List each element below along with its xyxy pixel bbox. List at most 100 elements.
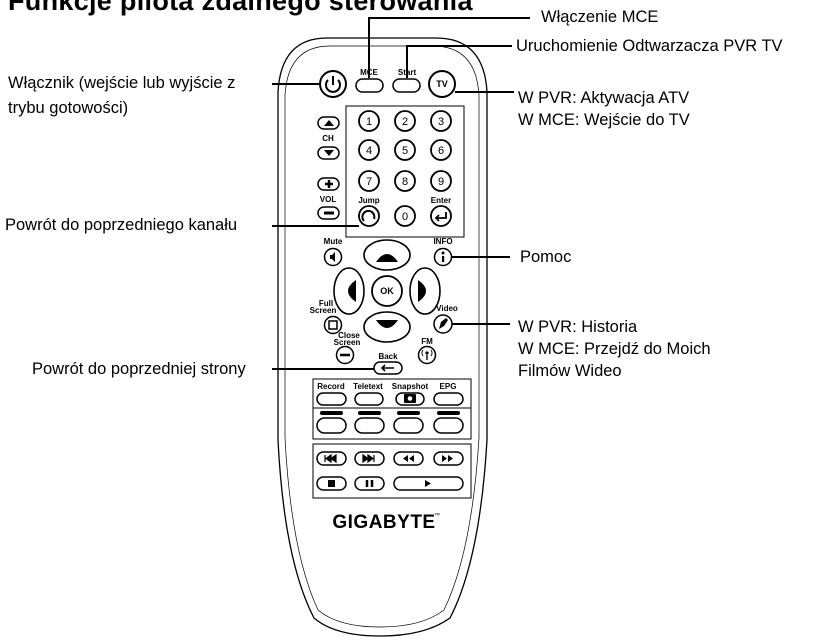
callout-help: Pomoc bbox=[520, 248, 572, 266]
rewind-button[interactable] bbox=[393, 451, 424, 466]
back-arrow-icon bbox=[380, 364, 394, 372]
fm-button[interactable] bbox=[417, 345, 437, 365]
color-key-button-4[interactable] bbox=[433, 417, 464, 434]
vol-label: VOL bbox=[320, 195, 337, 204]
callout-video-line3: Filmów Wideo bbox=[518, 362, 622, 380]
snapshot-button[interactable] bbox=[395, 392, 425, 406]
callout-mce: Włączenie MCE bbox=[541, 8, 659, 26]
vol-up-button[interactable] bbox=[317, 177, 340, 191]
color-key-button-1[interactable] bbox=[316, 417, 347, 434]
full-screen-label-1: Full bbox=[319, 299, 333, 308]
keypad-panel bbox=[345, 105, 465, 238]
next-track-button[interactable] bbox=[354, 451, 385, 466]
play-button[interactable] bbox=[393, 476, 464, 491]
color-key-button-2[interactable] bbox=[354, 417, 385, 434]
close-screen-label-1: Close bbox=[338, 331, 360, 340]
digit-button-1[interactable] bbox=[358, 110, 380, 132]
jump-button[interactable] bbox=[358, 205, 380, 227]
digit-label-1: 1 bbox=[366, 116, 372, 128]
mce-button[interactable] bbox=[355, 78, 384, 93]
nav-right-button[interactable] bbox=[409, 267, 441, 315]
brand-logo: GIGABYTE bbox=[332, 512, 435, 533]
jump-icon bbox=[361, 209, 376, 222]
remote-body-inner bbox=[284, 45, 480, 628]
digit-button-3[interactable] bbox=[430, 110, 452, 132]
nav-left-button[interactable] bbox=[333, 267, 365, 315]
nav-up-button[interactable] bbox=[363, 239, 411, 271]
color-key-indicator-1 bbox=[320, 411, 343, 415]
digit-button-5[interactable] bbox=[394, 139, 416, 161]
mute-button[interactable] bbox=[323, 247, 343, 267]
ok-button[interactable] bbox=[371, 275, 403, 307]
digit-button-6[interactable] bbox=[430, 139, 452, 161]
fast-forward-button[interactable] bbox=[433, 451, 464, 466]
callout-prev-page: Powrót do poprzedniej strony bbox=[32, 360, 246, 378]
epg-button[interactable] bbox=[433, 392, 464, 406]
full-screen-icon bbox=[328, 320, 338, 330]
play-icon bbox=[425, 480, 431, 487]
digit-button-7[interactable] bbox=[358, 170, 380, 192]
down-arrow-icon bbox=[324, 150, 334, 156]
digit-label-7: 7 bbox=[366, 176, 372, 188]
digit-button-2[interactable] bbox=[394, 110, 416, 132]
tv-button[interactable] bbox=[428, 70, 456, 98]
ch-label: CH bbox=[322, 134, 334, 143]
trademark-mark: ™ bbox=[434, 512, 440, 519]
mute-label: Mute bbox=[324, 237, 343, 246]
fm-label: FM bbox=[421, 337, 433, 346]
tv-label: TV bbox=[436, 79, 448, 89]
rewind-icon bbox=[403, 455, 414, 462]
nav-down-button[interactable] bbox=[363, 311, 411, 343]
up-arrow-icon bbox=[324, 120, 334, 126]
prev-track-button[interactable] bbox=[316, 451, 347, 466]
enter-button[interactable] bbox=[430, 205, 452, 227]
digit-label-6: 6 bbox=[438, 145, 444, 157]
video-label: Video bbox=[436, 304, 458, 313]
record-label: Record bbox=[317, 382, 345, 391]
full-screen-label-2: Screen bbox=[310, 306, 337, 315]
teletext-label: Teletext bbox=[353, 382, 383, 391]
pause-button[interactable] bbox=[354, 476, 385, 491]
fast-forward-icon bbox=[442, 455, 453, 462]
nav-up-arrow-icon bbox=[376, 254, 398, 262]
color-key-indicator-4 bbox=[437, 411, 460, 415]
mce-leader bbox=[368, 17, 530, 78]
jump-label: Jump bbox=[358, 196, 379, 205]
digit-label-0: 0 bbox=[402, 211, 408, 223]
mute-icon bbox=[330, 252, 335, 262]
ch-down-button[interactable] bbox=[317, 146, 340, 160]
digit-label-9: 9 bbox=[438, 176, 444, 188]
enter-label: Enter bbox=[431, 196, 451, 205]
back-label: Back bbox=[378, 352, 398, 361]
callout-power-line1: Włącznik (wejście lub wyjście z bbox=[8, 74, 236, 92]
digit-button-9[interactable] bbox=[430, 170, 452, 192]
fm-radio-icon bbox=[421, 349, 433, 360]
digit-button-4[interactable] bbox=[358, 139, 380, 161]
skip-forward-icon bbox=[362, 453, 375, 464]
close-screen-button[interactable] bbox=[335, 345, 355, 365]
full-screen-button[interactable] bbox=[323, 315, 343, 335]
teletext-button[interactable] bbox=[354, 392, 384, 406]
start-button[interactable] bbox=[392, 78, 421, 93]
color-key-indicator-2 bbox=[358, 411, 381, 415]
callout-video-line2: W MCE: Przejdź do Moich bbox=[518, 340, 711, 358]
color-key-indicator-3 bbox=[397, 411, 420, 415]
digit-button-0[interactable] bbox=[394, 205, 416, 227]
page-title: Funkcje pilota zdalnego sterowania bbox=[8, 0, 473, 16]
stop-button[interactable] bbox=[316, 476, 347, 491]
color-key-button-3[interactable] bbox=[393, 417, 424, 434]
enter-icon bbox=[434, 212, 447, 222]
callout-lines bbox=[272, 17, 530, 370]
stop-icon bbox=[328, 480, 335, 487]
ok-label: OK bbox=[380, 286, 394, 296]
snapshot-label: Snapshot bbox=[392, 382, 429, 391]
callout-prev-channel: Powrót do poprzedniego kanału bbox=[5, 216, 238, 234]
digit-button-8[interactable] bbox=[394, 170, 416, 192]
callout-tv-line1: W PVR: Aktywacja ATV bbox=[518, 89, 690, 107]
digit-label-5: 5 bbox=[402, 145, 408, 157]
ch-up-button[interactable] bbox=[317, 116, 340, 130]
vol-down-button[interactable] bbox=[317, 206, 340, 220]
record-button[interactable] bbox=[316, 392, 347, 406]
